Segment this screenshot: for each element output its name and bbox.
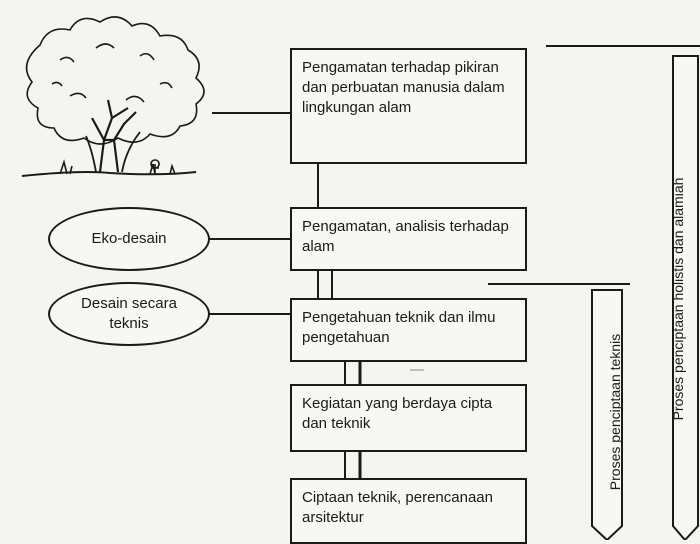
box-technical-creation: Ciptaan teknik, perencanaan arsitektur xyxy=(290,478,527,544)
oval-eco-design: Eko-desain xyxy=(48,207,210,271)
tree-icon xyxy=(21,16,205,177)
oval-eco-design-text: Eko-desain xyxy=(91,230,167,247)
grass-tufts xyxy=(59,159,176,175)
box-observation-human-text: Pengamatan terhadap pikiran dan perbuata… xyxy=(302,59,505,116)
box-creative-activity-text: Kegiatan yang berdaya cipta dan teknik xyxy=(302,395,493,432)
arrow-holistic-label: Proses penciptaan holistis dan alamiah xyxy=(670,177,686,421)
box-technical-creation-text: Ciptaan teknik, perencanaan arsitektur xyxy=(302,489,493,526)
box-technical-knowledge: Pengetahuan teknik dan ilmu pengetahuan xyxy=(290,298,527,362)
box-observation-nature-text: Pengamatan, analisis terhadap alam xyxy=(302,218,509,255)
box-technical-knowledge-text: Pengetahuan teknik dan ilmu pengetahuan xyxy=(302,309,496,346)
box-observation-human: Pengamatan terhadap pikiran dan perbuata… xyxy=(290,48,527,164)
tree-branches xyxy=(85,131,141,173)
arrow-holistic-shape xyxy=(672,55,699,540)
oval-technical-design-text: Desain secara teknis xyxy=(81,295,177,332)
tree-trunk xyxy=(91,99,137,173)
tree-canopy xyxy=(25,16,205,145)
arrow-technical-label: Proses penciptaan teknis xyxy=(607,333,623,491)
ground-line xyxy=(21,171,197,177)
oval-technical-design: Desain secara teknis xyxy=(48,282,210,346)
tree-foliage-detail xyxy=(51,43,173,103)
arrow-technical-shape xyxy=(591,289,623,540)
box-observation-nature: Pengamatan, analisis terhadap alam xyxy=(290,207,527,271)
box-creative-activity: Kegiatan yang berdaya cipta dan teknik xyxy=(290,384,527,452)
small-figure xyxy=(150,159,160,174)
